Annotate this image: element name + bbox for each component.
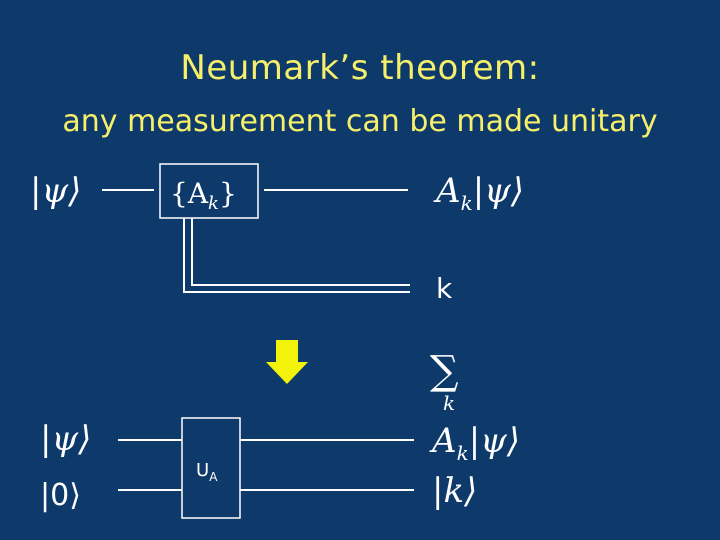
down-arrow-icon [266,340,308,384]
top-input-state: |ψ⟩ [30,171,81,211]
slide-subtitle: any measurement can be made unitary [62,104,658,139]
top-output-op: A [433,171,461,211]
sum-symbol: ∑ [430,348,459,394]
measurement-label: {Ak} [170,177,237,214]
bottom-output-label: Ak|ψ⟩ [429,421,520,465]
bottom-input-psi: |ψ⟩ [40,419,91,459]
measurement-open: {A [170,177,209,210]
bottom-input-zero: |0⟩ [40,478,81,513]
measurement-close: } [219,177,237,210]
sum-index: k [443,391,455,415]
bottom-output-k: |k⟩ [432,471,477,511]
unitary-sub: A [209,470,218,484]
bottom-output-op: A [429,421,457,461]
top-output-sub: k [461,191,473,215]
top-output-state: |ψ⟩ [473,171,524,211]
slide-title: Neumark’s theorem: [180,48,540,88]
measurement-box [159,163,259,219]
classical-wire-outer [183,218,410,293]
classical-wire-inner [191,218,410,286]
unitary-main: U [196,460,209,481]
unitary-box [181,417,241,519]
top-output-label: Ak|ψ⟩ [433,171,524,215]
unitary-label: UA [196,460,218,484]
measurement-sub: k [208,193,219,214]
bottom-output-psi: |ψ⟩ [469,421,520,461]
outcome-label: k [436,272,453,305]
bottom-output-sub: k [457,441,469,465]
